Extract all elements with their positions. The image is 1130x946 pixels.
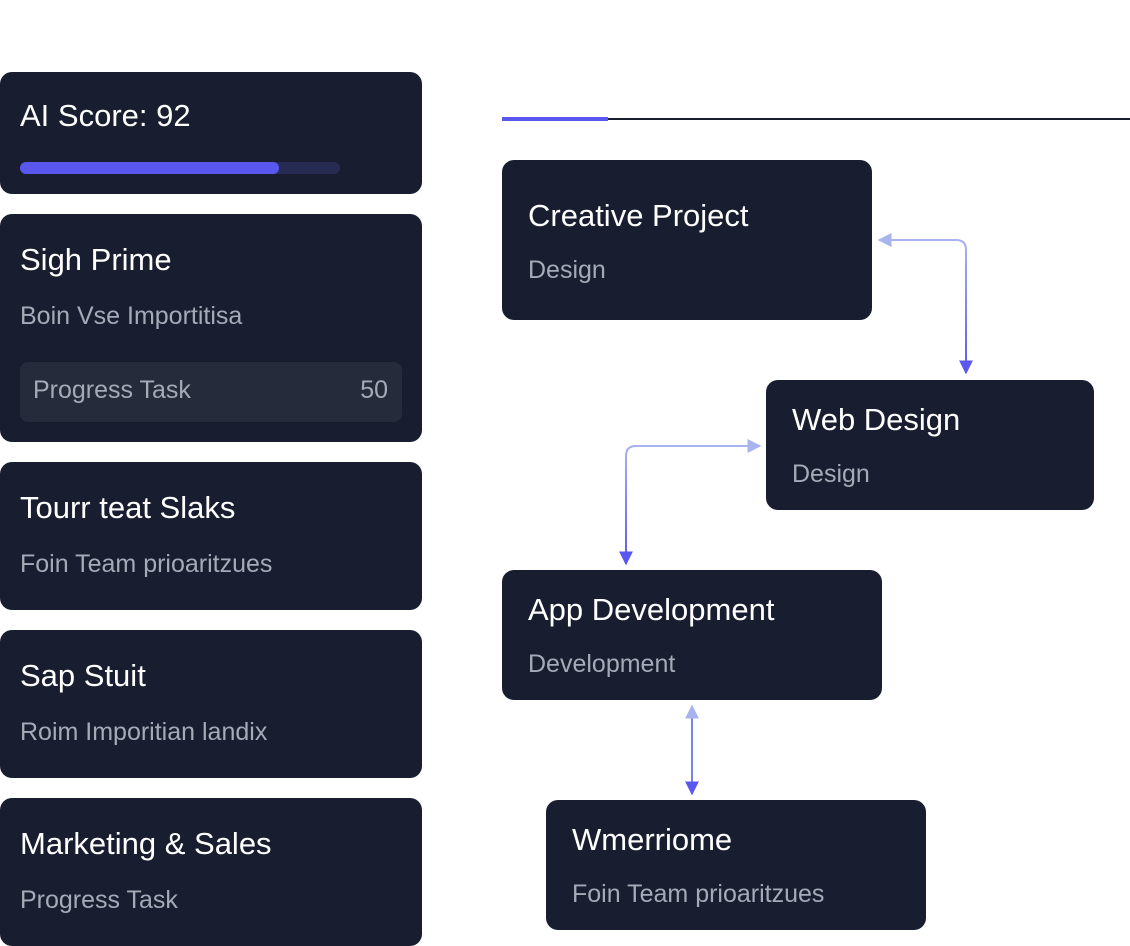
flow-node-creative-project[interactable]: Creative Project Design [502, 160, 872, 320]
node-title: Web Design [792, 402, 961, 437]
card-title: Sap Stuit [20, 658, 146, 693]
node-category: Foin Team prioaritzues [572, 880, 825, 908]
progress-task-value: 50 [360, 376, 388, 404]
card-marketing-sales[interactable]: Marketing & Sales Progress Task [0, 798, 422, 946]
card-tourr-teat-slaks[interactable]: Tourr teat Slaks Foin Team prioaritzues [0, 462, 422, 610]
card-subtitle: Progress Task [20, 886, 178, 914]
node-title: Creative Project [528, 198, 749, 233]
ai-score-label: AI Score: 92 [20, 98, 191, 133]
card-sap-stuit[interactable]: Sap Stuit Roim Imporitian landix [0, 630, 422, 778]
ai-score-progress-track [20, 162, 340, 174]
card-sigh-prime[interactable]: Sigh Prime Boin Vse Importitisa Progress… [0, 214, 422, 442]
ai-score-card: AI Score: 92 [0, 72, 422, 194]
section-divider-accent [502, 117, 608, 121]
flow-node-app-development[interactable]: App Development Development [502, 570, 882, 700]
card-subtitle: Foin Team prioaritzues [20, 550, 273, 578]
node-title: Wmerriome [572, 822, 733, 857]
progress-task-row[interactable]: Progress Task 50 [20, 362, 402, 422]
card-title: Tourr teat Slaks [20, 490, 236, 525]
flow-node-web-design[interactable]: Web Design Design [766, 380, 1094, 510]
connector-web-app [619, 439, 762, 566]
node-title: App Development [528, 592, 775, 627]
node-category: Design [792, 460, 870, 488]
card-subtitle: Roim Imporitian landix [20, 718, 268, 746]
card-title: Marketing & Sales [20, 826, 272, 861]
node-category: Design [528, 256, 606, 284]
card-subtitle: Boin Vse Importitisa [20, 302, 243, 330]
node-category: Development [528, 650, 676, 678]
progress-task-label: Progress Task [33, 376, 191, 404]
flow-node-wmerriome[interactable]: Wmerriome Foin Team prioaritzues [546, 800, 926, 930]
connector-creative-web [877, 233, 973, 375]
ai-score-progress-fill [20, 162, 279, 174]
section-divider [502, 117, 1130, 121]
card-title: Sigh Prime [20, 242, 172, 277]
